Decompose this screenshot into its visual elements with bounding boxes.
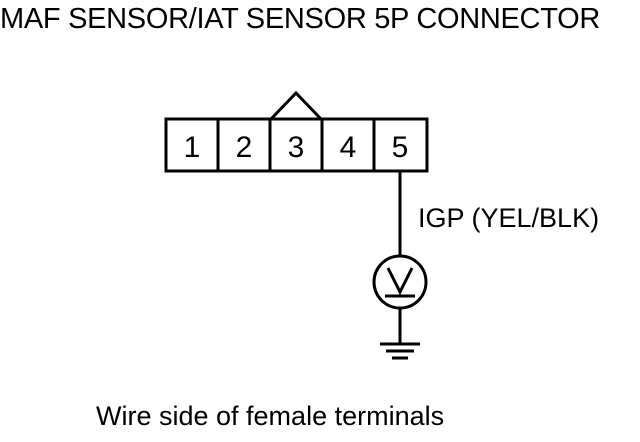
pin-3-label: 3: [288, 131, 305, 164]
pin-1-label: 1: [184, 131, 201, 164]
wire-igp-label: IGP (YEL/BLK): [418, 203, 599, 233]
pin-2-label: 2: [236, 131, 253, 164]
voltmeter-icon: [372, 254, 428, 310]
diagram-title: MAF SENSOR/IAT SENSOR 5P CONNECTOR: [0, 3, 600, 35]
pin-5-label: 5: [392, 131, 409, 164]
diagram-caption: Wire side of female terminals: [96, 401, 445, 431]
pin-4-label: 4: [340, 131, 357, 164]
ground-icon: [380, 342, 420, 360]
connector: 1 2 3 4 5: [164, 90, 429, 173]
connector-lock-tab: [269, 90, 323, 121]
connector-outline: [164, 117, 429, 173]
